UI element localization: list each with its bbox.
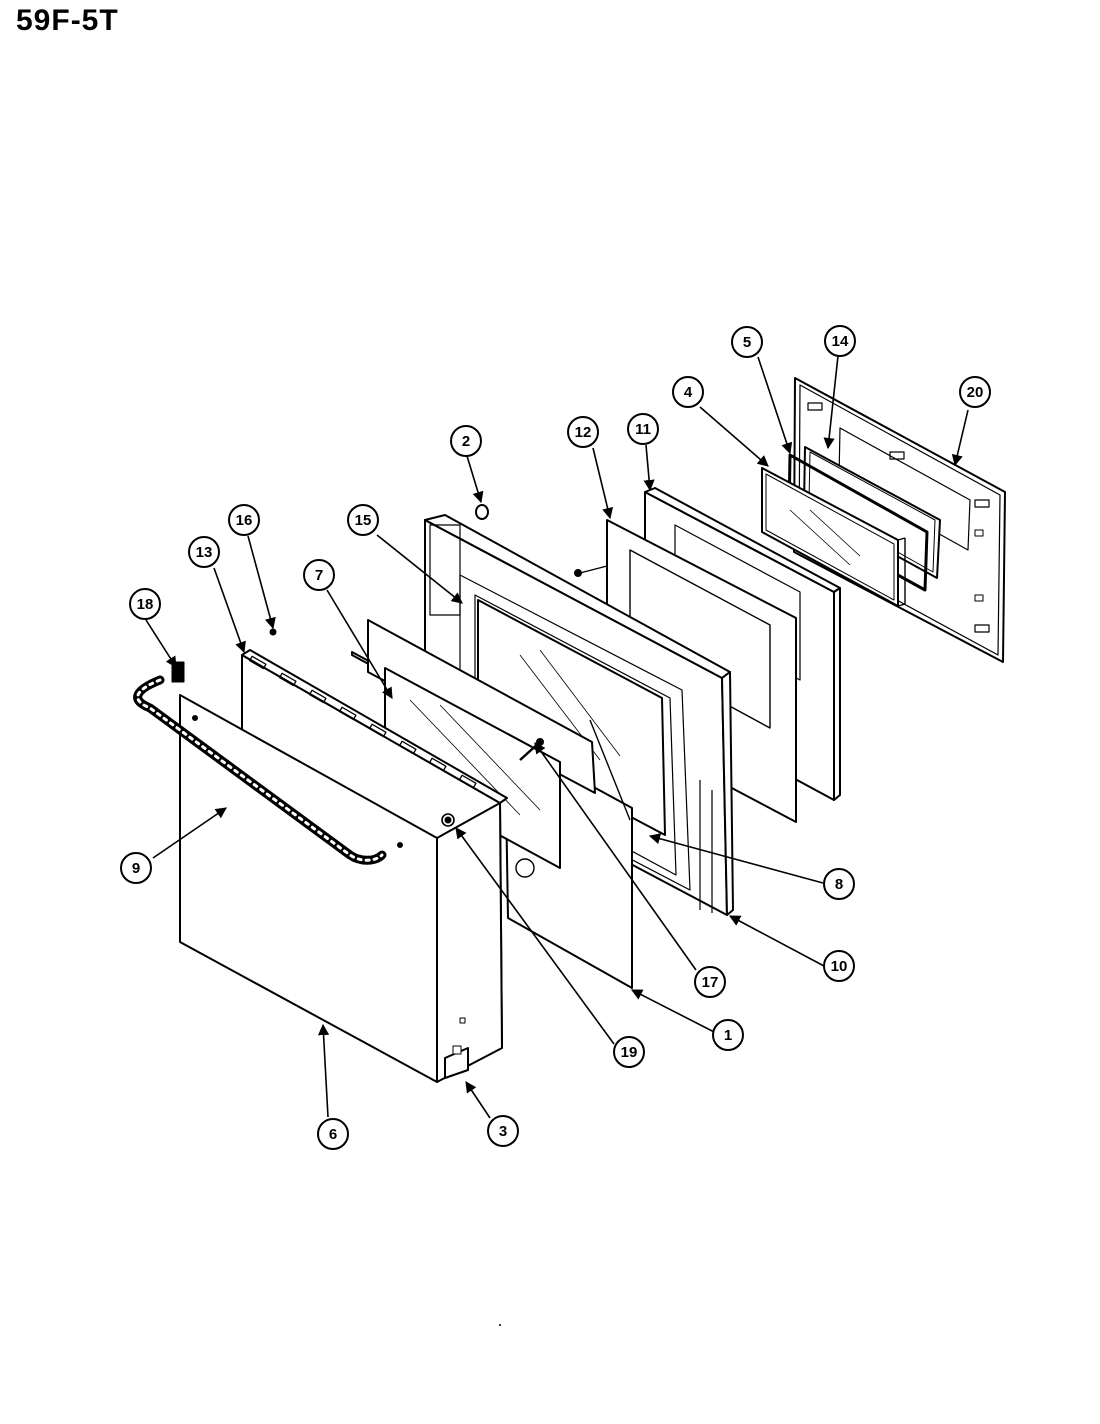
callout-20: 20 [959,376,991,408]
hinge-bracket [444,1045,469,1079]
svg-text:4: 4 [684,384,693,401]
screw-16 [269,628,277,636]
callout-15: 15 [347,504,379,536]
front-panel [179,694,503,1083]
callout-11: 11 [627,413,659,445]
callout-5: 5 [731,326,763,358]
callout-14: 14 [824,325,856,357]
svg-text:17: 17 [702,974,719,991]
svg-text:11: 11 [635,421,651,438]
svg-text:5: 5 [743,334,751,351]
callout-3: 3 [487,1115,519,1147]
callout-9: 9 [120,852,152,884]
glass-pack [761,467,906,607]
callout-17: 17 [694,966,726,998]
svg-text:19: 19 [621,1044,638,1061]
svg-text:1: 1 [724,1027,732,1044]
svg-text:16: 16 [236,512,253,529]
svg-text:6: 6 [329,1126,337,1143]
scan-dot [499,1324,501,1326]
svg-text:18: 18 [137,596,154,613]
callout-10: 10 [823,950,855,982]
callouts: 1 2 3 4 5 6 7 8 9 10 11 12 13 14 15 16 1… [120,325,991,1150]
svg-text:15: 15 [355,512,372,529]
svg-text:20: 20 [967,384,984,401]
svg-text:14: 14 [832,333,849,350]
svg-text:2: 2 [462,433,470,450]
callout-7: 7 [303,559,335,591]
door-handle [133,675,387,865]
callout-2: 2 [450,425,482,457]
callout-19: 19 [613,1036,645,1068]
svg-text:9: 9 [132,860,140,877]
svg-text:12: 12 [575,424,592,441]
inner-glass [803,446,941,579]
callout-6: 6 [317,1118,349,1150]
leader-lines [145,355,969,1119]
callout-1: 1 [712,1019,744,1051]
screw-2 [475,504,489,520]
callout-12: 12 [567,416,599,448]
page-title: 59F-5T [16,4,119,37]
svg-text:10: 10 [831,958,848,975]
svg-text:3: 3 [499,1123,507,1140]
callout-8: 8 [823,868,855,900]
callout-4: 4 [672,376,704,408]
svg-text:8: 8 [835,876,843,893]
svg-text:7: 7 [315,567,323,584]
svg-text:13: 13 [196,544,213,561]
callout-18: 18 [129,588,161,620]
callout-16: 16 [228,504,260,536]
callout-13: 13 [188,536,220,568]
